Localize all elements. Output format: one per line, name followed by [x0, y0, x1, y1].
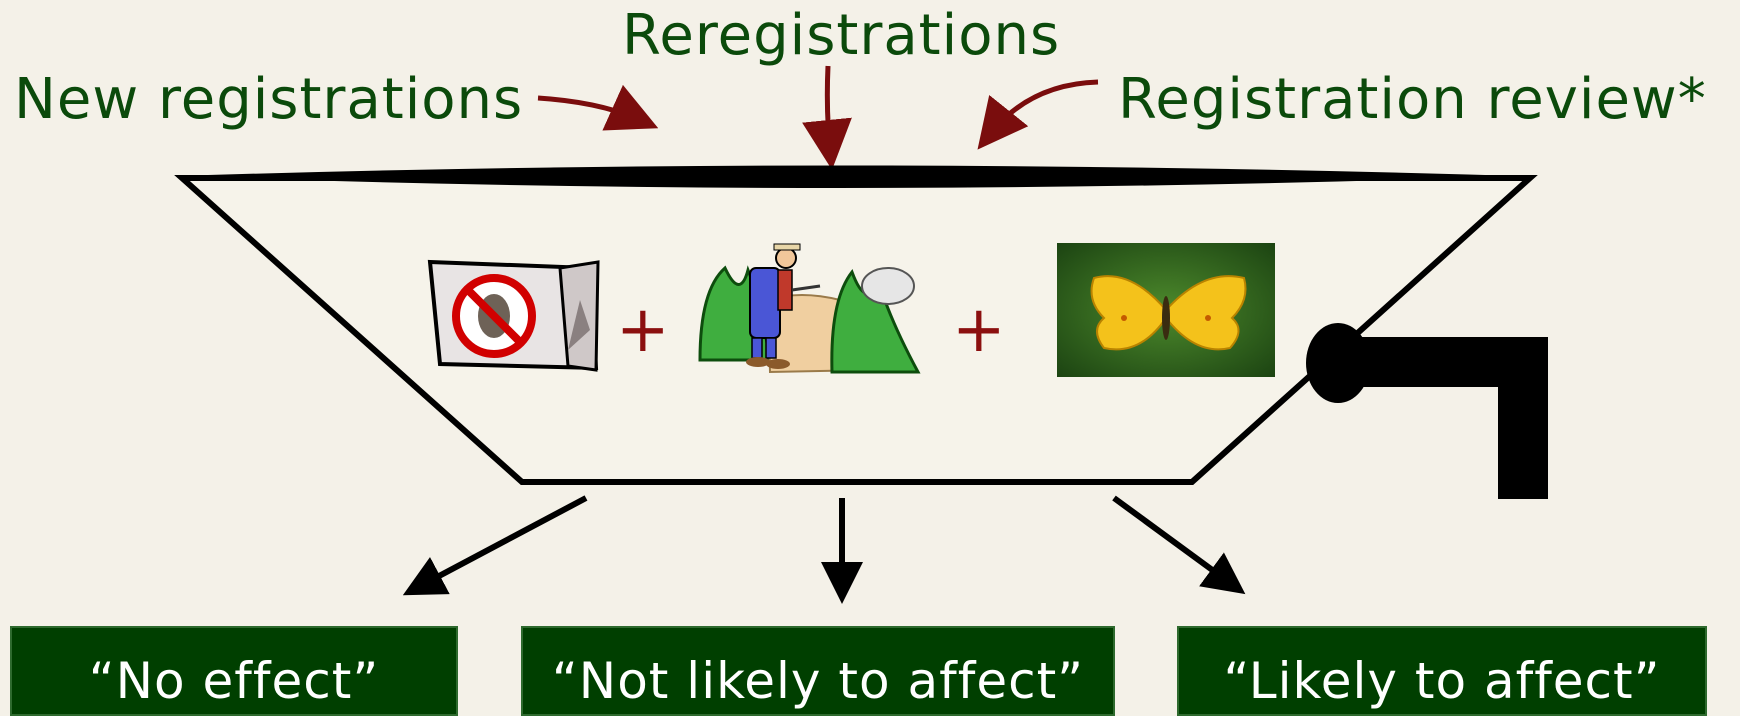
- outcome-no-effect: “No effect”: [10, 626, 458, 716]
- tub-rim: [178, 165, 1520, 188]
- reregistrations-label: Reregistrations: [622, 3, 1061, 68]
- new-registrations-arrow: [537, 84, 659, 131]
- no-effect-arrow: [402, 495, 588, 596]
- drain-valve-icon: [1306, 323, 1548, 499]
- outcome-likely-to-affect: “Likely to affect”: [1177, 626, 1707, 716]
- plus-sign: +: [616, 293, 670, 367]
- registration-review-label: Registration review*: [1118, 67, 1707, 132]
- plus-sign: +: [952, 293, 1006, 367]
- pesticide-box-icon: [427, 259, 600, 372]
- reregistrations-arrow: [802, 65, 852, 170]
- farmer-spraying-icon: [698, 243, 921, 374]
- likely-arrow: [1112, 495, 1246, 595]
- registration-review-arrow: [977, 79, 1099, 150]
- new-registrations-label: New registrations: [14, 67, 524, 132]
- outcome-not-likely-to-affect: “Not likely to affect”: [521, 626, 1115, 716]
- butterfly-photo: [1057, 243, 1275, 377]
